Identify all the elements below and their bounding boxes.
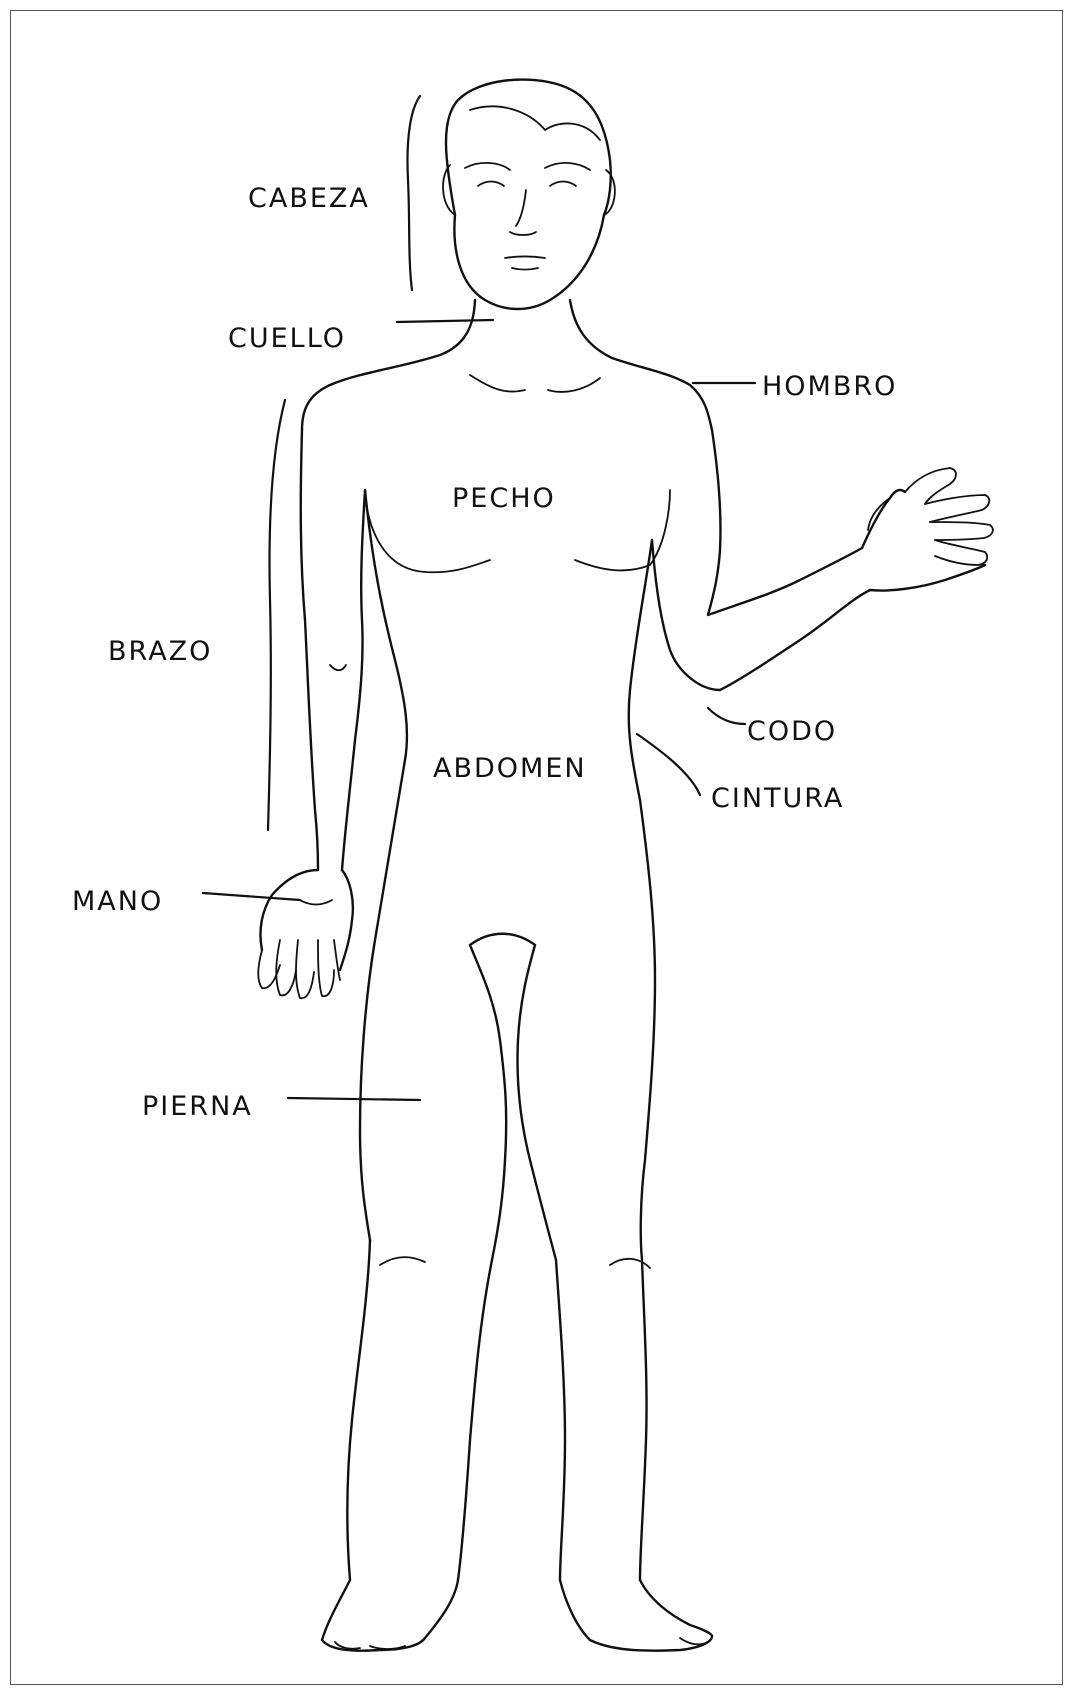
label-cintura: CINTURA <box>711 785 844 812</box>
label-abdomen: ABDOMEN <box>433 755 587 782</box>
codo-leader <box>708 708 745 724</box>
cabeza-bracket <box>408 96 421 290</box>
brazo-bracket <box>268 400 285 830</box>
label-pecho: PECHO <box>452 485 556 512</box>
legs-drawing <box>322 1240 712 1651</box>
left-arm-drawing <box>258 430 365 998</box>
head-drawing <box>443 80 615 309</box>
label-pierna: PIERNA <box>142 1093 253 1120</box>
label-codo: CODO <box>747 718 837 745</box>
label-brazo: BRAZO <box>108 638 212 665</box>
pierna-leader <box>288 1098 420 1100</box>
label-cuello: CUELLO <box>228 325 346 352</box>
label-cabeza: CABEZA <box>248 185 370 212</box>
cuello-leader <box>397 320 493 322</box>
leader-lines <box>203 96 755 1100</box>
right-arm-drawing <box>652 430 993 690</box>
label-hombro: HOMBRO <box>762 373 897 400</box>
label-mano: MANO <box>72 888 163 915</box>
mano-leader <box>203 893 300 900</box>
cintura-leader <box>637 734 700 795</box>
